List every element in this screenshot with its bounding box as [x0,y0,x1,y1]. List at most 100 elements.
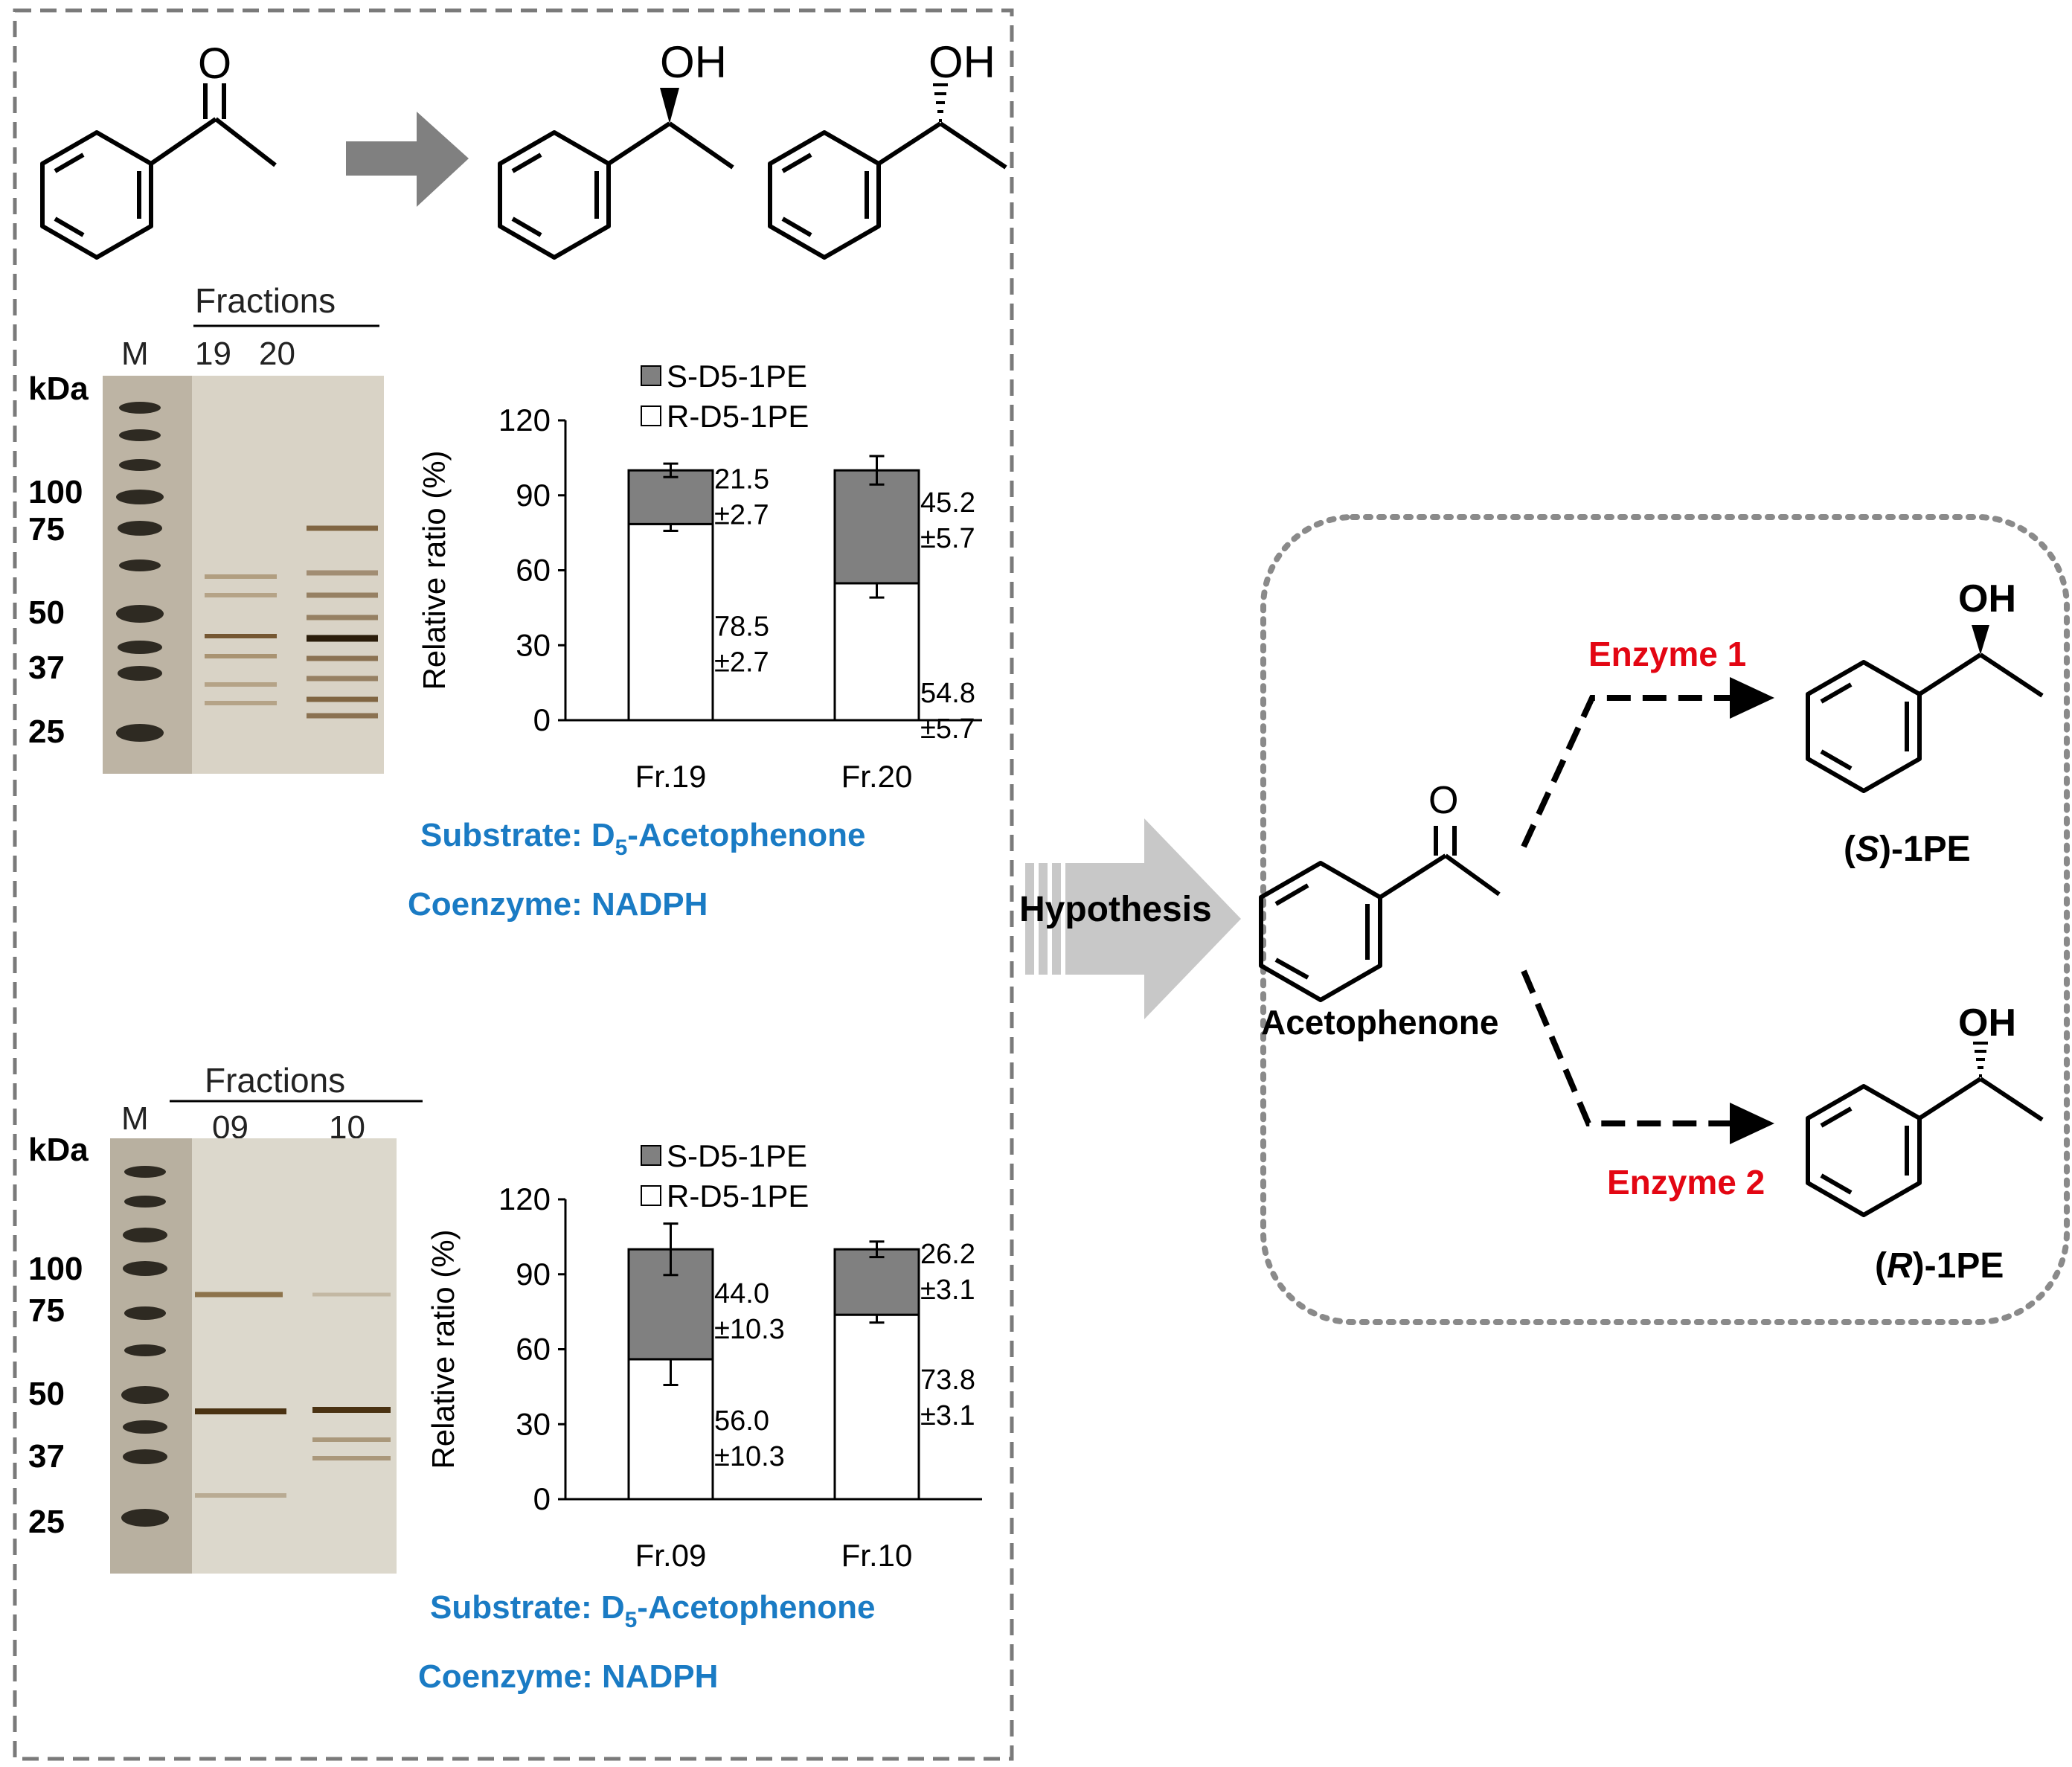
x-tick-label: Fr.19 [635,759,707,794]
substrate-label-1: Substrate: [420,817,583,853]
gel-1-marker-bands [116,402,164,742]
y-tick-label: 0 [533,702,551,737]
right-wedge-bond-icon [1972,625,1989,655]
substrate-d-2: D [601,1589,625,1626]
s-1pe-letter: S [1856,830,1879,869]
data-label-error: ±10.3 [714,1441,785,1472]
gel-2-kda-label: kDa [28,1132,89,1168]
coenzyme-label-1: Coenzyme: [408,886,583,923]
hashed-bond-icon [933,83,948,122]
data-label-error: ±3.1 [920,1400,975,1431]
gel-2: Fractions M 09 10 kDa 100 75 50 37 25 [28,1061,423,1574]
r-1pe-structure-top [768,121,1007,260]
hypothesis-label: Hypothesis [1019,890,1212,929]
x-tick-label: Fr.20 [841,759,913,794]
data-label-error: ±5.7 [920,523,975,554]
legend-swatch [641,1185,661,1206]
substrate-subscript-2: 5 [625,1608,638,1632]
bar-segment [627,469,714,525]
s-1pe-open: ( [1844,830,1856,869]
gel-1-lane-20-label: 20 [259,336,295,372]
coenzyme-value-2: NADPH [602,1658,718,1695]
s-1pe-structure-right [1806,652,2044,793]
s-1pe-structure-top [498,121,734,260]
gel-1-marker-lane [103,376,192,774]
data-label-error: ±5.7 [920,713,975,745]
coenzyme-label-2: Coenzyme: [418,1658,593,1695]
data-label-error: ±10.3 [714,1314,785,1345]
gel-1-mw-25: 25 [28,713,65,750]
gel-1-kda-label: kDa [28,371,89,407]
gel-1-mw-37: 37 [28,650,65,686]
substrate-name-1: -Acetophenone [627,817,865,853]
r-1pe-open: ( [1875,1246,1887,1286]
enzyme-1-arrow [1521,677,1774,848]
legend-label: S-D5-1PE [667,359,807,394]
gel-1-mw-100: 100 [28,474,83,510]
r-1pe-label: (R)-1PE [1875,1246,2004,1286]
substrate-line-2: Substrate: D5-Acetophenone [430,1589,876,1632]
y-tick-label: 120 [498,1181,551,1216]
data-label-value: 54.8 [920,678,975,709]
center-carbonyl-oxygen-label: O [1428,779,1458,822]
legend-swatch [641,1145,661,1166]
data-label-value: 44.0 [714,1278,769,1309]
x-tick-label: Fr.10 [841,1538,913,1573]
gel-2-mw-37: 37 [28,1438,65,1475]
gel-2-mw-100: 100 [28,1251,83,1287]
gel-2-mw-25: 25 [28,1504,65,1540]
legend-label: R-D5-1PE [667,399,809,434]
acetophenone-structure-top [40,83,277,260]
y-tick-label: 60 [516,1332,551,1367]
y-tick-label: 30 [516,627,551,662]
gel-2-lane-09-bands [195,1292,286,1498]
gel-2-marker-label: M [121,1100,149,1137]
gel-1-mw-75: 75 [28,511,65,548]
data-label-value: 73.8 [920,1364,975,1396]
legend-swatch [641,405,661,426]
y-tick-label: 30 [516,1406,551,1441]
data-label-value: 56.0 [714,1405,769,1437]
enzyme-1-label: Enzyme 1 [1588,635,1746,673]
r-1pe-structure-right [1806,1077,2044,1217]
data-label-error: ±2.7 [714,647,769,678]
legend-label: R-D5-1PE [667,1178,809,1213]
wedge-bond-icon [660,88,679,124]
r-1pe-suffix: )-1PE [1913,1246,2004,1286]
gel-1-lane-19-label: 19 [195,336,231,372]
substrate-label-2: Substrate: [430,1589,592,1626]
acetophenone-label: Acetophenone [1261,1003,1498,1042]
data-label-value: 78.5 [714,611,769,642]
coenzyme-line-2: Coenzyme: NADPH [418,1658,718,1695]
gel-1: Fractions M 19 20 kDa 100 75 50 37 25 [28,281,384,774]
y-tick-label: 120 [498,403,551,437]
oh-label-s-right: OH [1958,577,2016,620]
bar-segment [627,522,714,722]
gel-1-fractions-label: Fractions [195,281,336,320]
oh-label-r-right: OH [1958,1001,2016,1045]
bar-segment [833,469,920,585]
y-tick-label: 90 [516,1257,551,1292]
gel-1-marker-label: M [121,336,149,372]
coenzyme-value-1: NADPH [591,886,708,923]
s-1pe-suffix: )-1PE [1879,830,1971,869]
gel-2-mw-50: 50 [28,1376,65,1412]
data-label-error: ±2.7 [714,499,769,530]
left-panel-frame [13,8,1014,1761]
hypothesis-arrow [1025,818,1241,1019]
enzyme-2-label: Enzyme 2 [1607,1163,1765,1202]
gel-1-lane-19-bands [205,574,277,705]
data-label-value: 45.2 [920,487,975,519]
data-label-error: ±3.1 [920,1274,975,1306]
bar-segment [833,1248,920,1316]
gel-1-mw-50: 50 [28,594,65,631]
data-label-value: 26.2 [920,1239,975,1270]
bar-segment [833,1313,920,1501]
legend-label: S-D5-1PE [667,1138,807,1173]
y-tick-label: 60 [516,553,551,588]
y-tick-label: 90 [516,478,551,513]
coenzyme-line-1: Coenzyme: NADPH [408,886,708,923]
substrate-name-2: -Acetophenone [637,1589,875,1626]
